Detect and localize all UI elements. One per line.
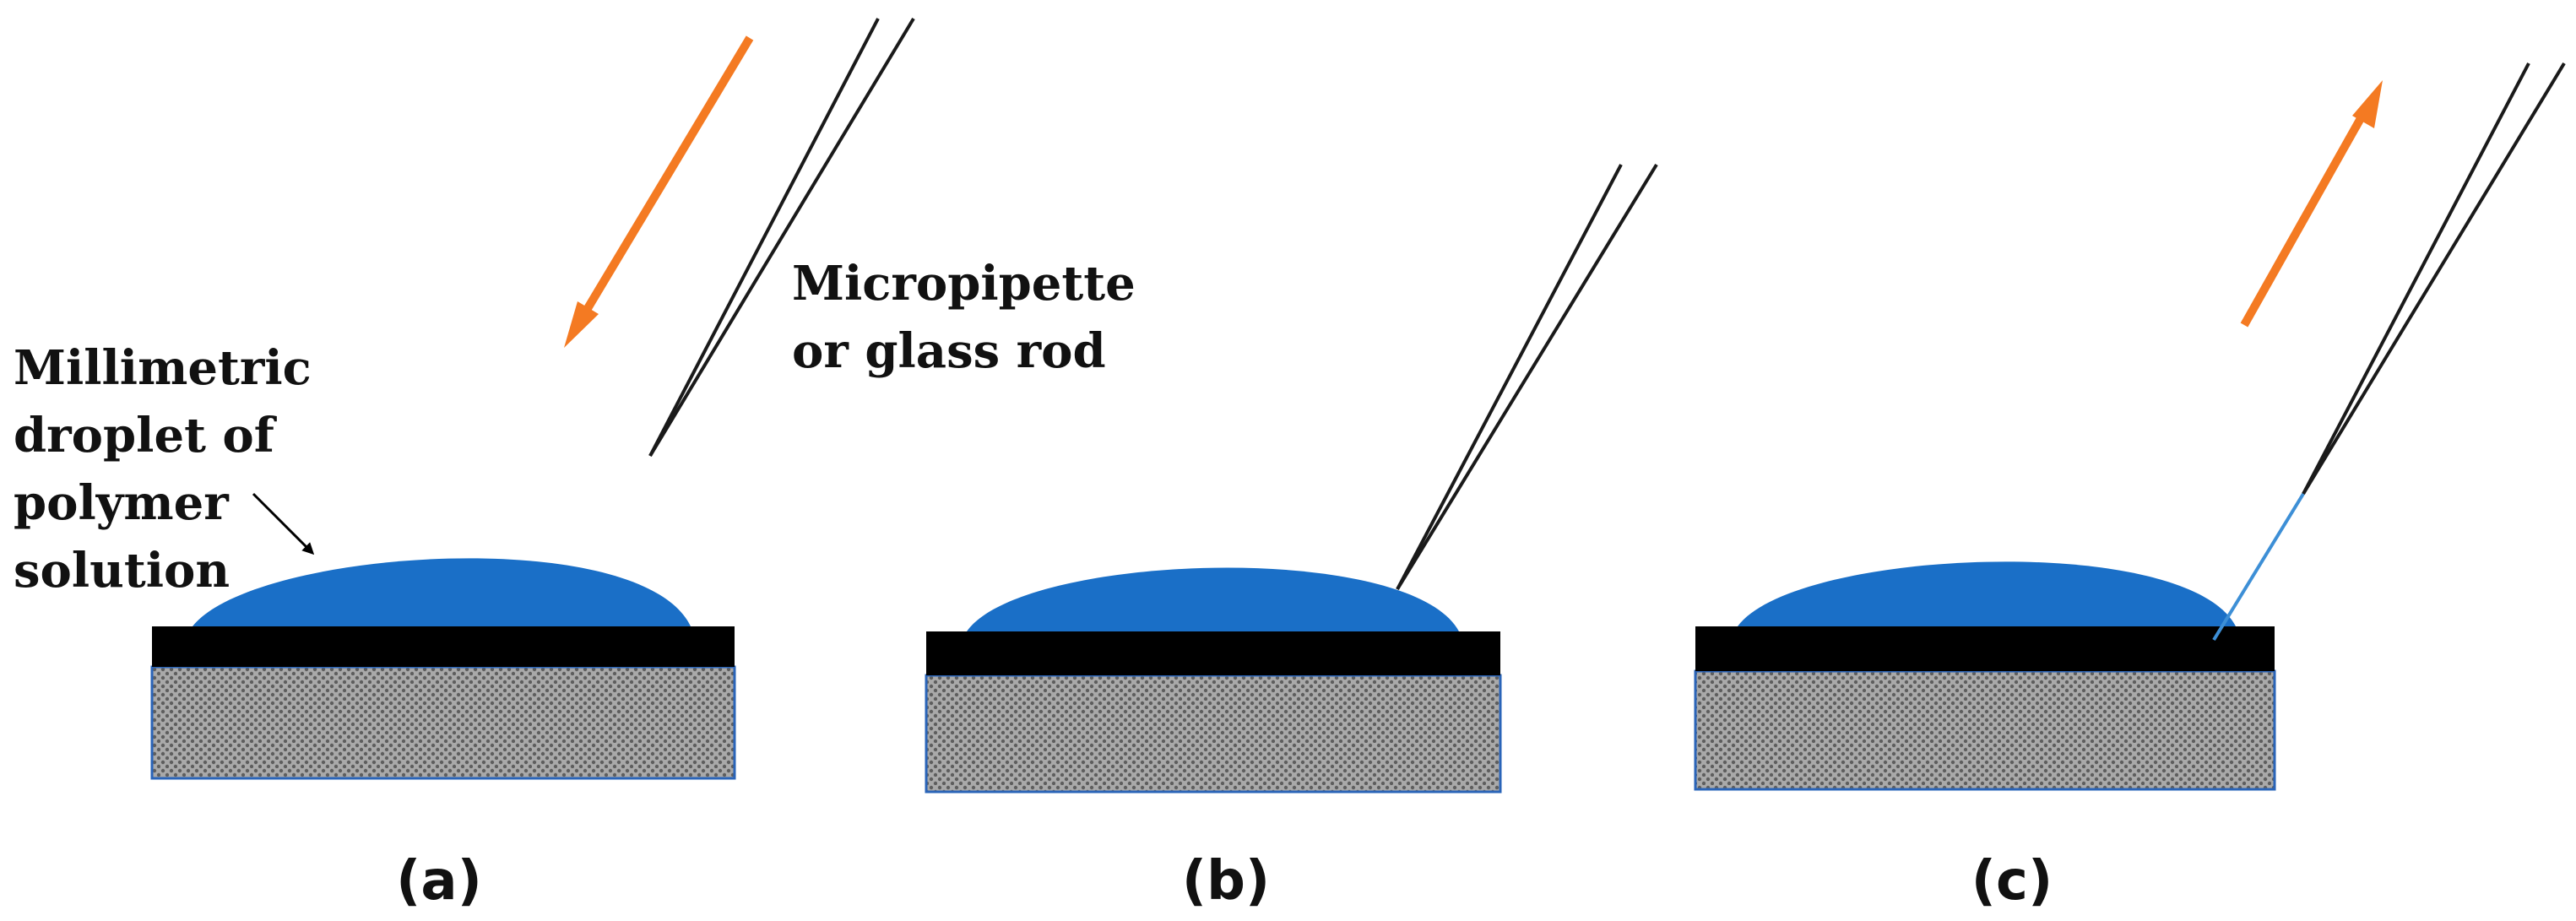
- pipette-label-line-1: Micropipette: [792, 256, 1136, 312]
- substrate-top: [926, 631, 1500, 675]
- pipette-label-line-2: or glass rod: [792, 323, 1106, 379]
- droplet-label-line-3: polymer: [14, 475, 230, 531]
- panel-c: (c): [1694, 62, 2566, 913]
- panel-label-a: (a): [396, 850, 482, 913]
- droplet-label-line-4: solution: [14, 543, 230, 599]
- panel-b: (b): [925, 163, 1658, 913]
- panel-a: Millimetric droplet of polymer solution …: [14, 17, 1136, 913]
- micropipette: [2302, 62, 2566, 496]
- downward-motion-arrow: [564, 35, 754, 348]
- polymer-droplet: [193, 558, 691, 626]
- panel-label-b: (b): [1182, 850, 1270, 913]
- droplet-label: Millimetric droplet of polymer solution: [14, 340, 312, 599]
- label-pointer-arrow: [252, 492, 315, 555]
- substrate-base: [925, 674, 1502, 794]
- drawn-fiber: [2212, 492, 2305, 642]
- substrate-top: [1695, 626, 2275, 671]
- panel-label-c: (c): [1971, 850, 2053, 913]
- pipette-label: Micropipette or glass rod: [792, 256, 1136, 379]
- droplet-label-line-1: Millimetric: [14, 340, 312, 396]
- polymer-droplet: [967, 567, 1459, 631]
- micropipette: [648, 17, 915, 458]
- substrate-base: [1694, 669, 2276, 791]
- upward-motion-arrow: [2240, 80, 2383, 328]
- substrate-top: [152, 626, 735, 667]
- micropipette: [1396, 163, 1658, 591]
- substrate-base: [150, 665, 736, 780]
- droplet-label-line-2: droplet of: [14, 408, 278, 463]
- polymer-droplet: [1738, 561, 2236, 626]
